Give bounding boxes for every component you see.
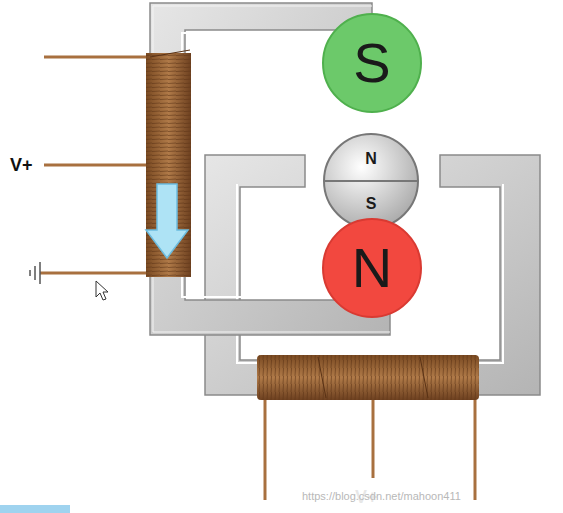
current-arrow <box>146 184 188 258</box>
stator-pole-s: S <box>322 13 422 113</box>
coil-tap <box>318 357 326 398</box>
rotor-body <box>324 134 418 228</box>
wire <box>372 395 375 478</box>
pole-letter: N <box>352 240 392 296</box>
rotor-pole-letter: N <box>322 151 420 167</box>
wire <box>474 395 477 500</box>
pole-letter: S <box>353 35 390 91</box>
coil-tap <box>420 357 428 398</box>
coil <box>257 355 479 400</box>
supply-label: V+ <box>10 155 33 177</box>
mouse-cursor <box>96 281 108 300</box>
rotor-divider <box>325 180 417 182</box>
wire <box>44 164 150 167</box>
watermark: https://blog.csdn.net/mahoon411 <box>300 490 463 503</box>
stator-pole-n: N <box>322 218 422 318</box>
rotor-outline <box>322 132 420 230</box>
wire <box>40 272 150 275</box>
core-edge <box>237 184 503 363</box>
coil-tap <box>150 50 190 57</box>
coil-windings <box>146 53 191 277</box>
progress-strip <box>0 505 70 513</box>
wire <box>264 395 267 500</box>
rotor-magnet: NS <box>322 132 420 230</box>
wire <box>44 56 150 59</box>
coil-windings <box>257 355 479 400</box>
coil <box>146 53 191 277</box>
ground-symbol <box>30 262 40 284</box>
rotor-pole-letter: S <box>322 196 420 212</box>
